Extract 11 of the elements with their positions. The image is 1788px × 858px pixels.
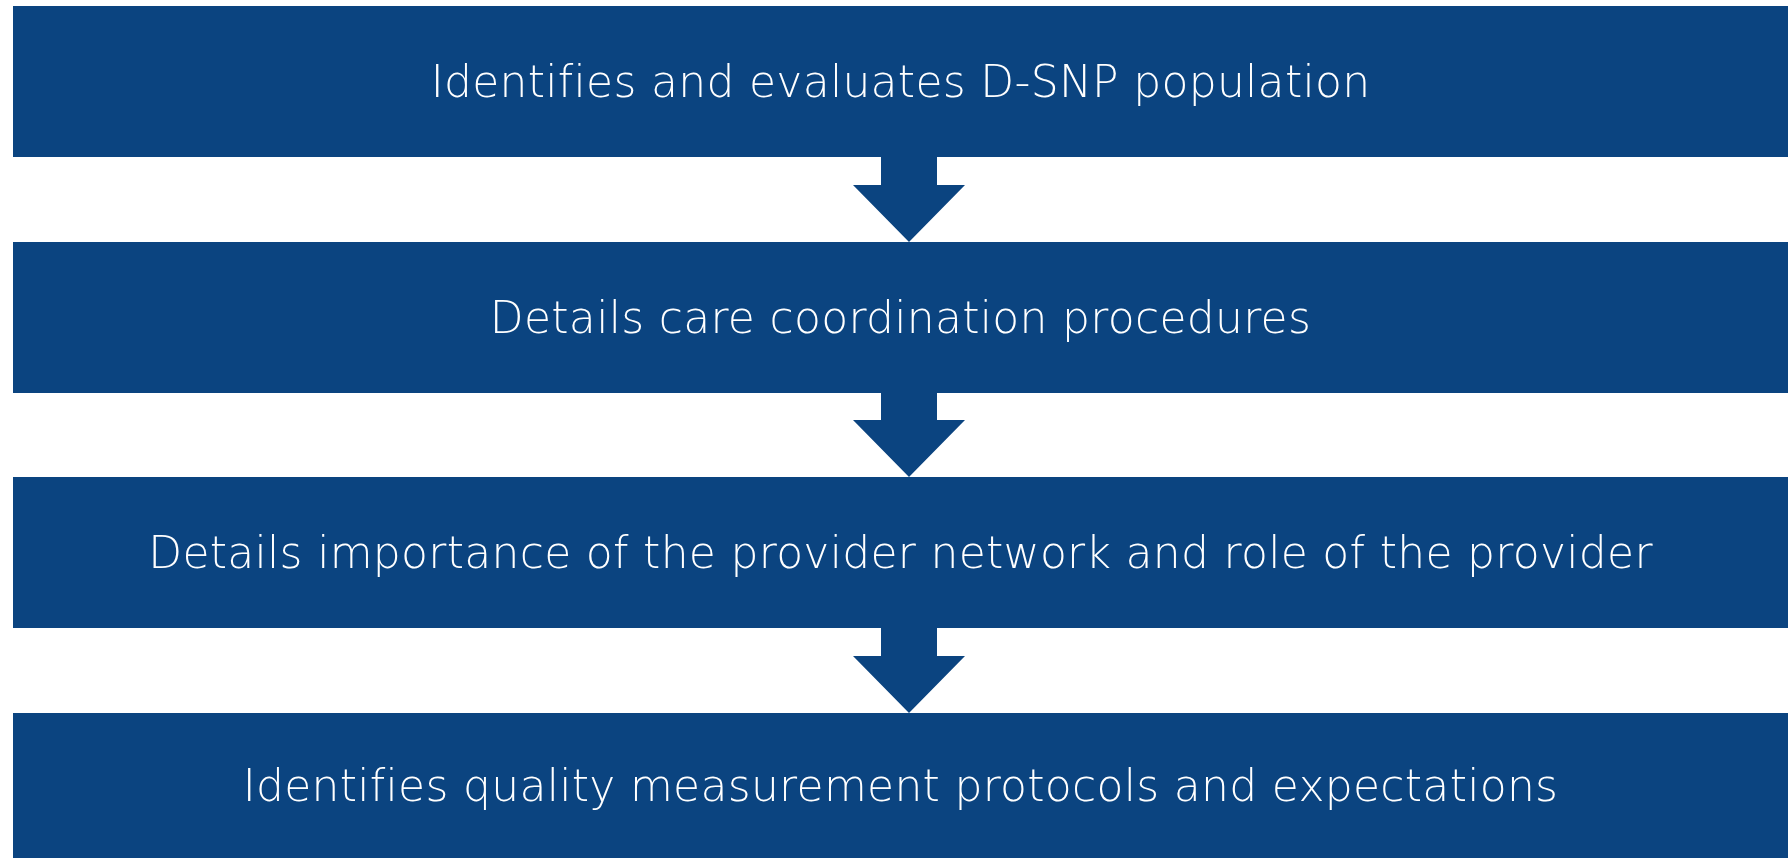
process-box xyxy=(13,6,1788,157)
down-arrow xyxy=(853,393,965,477)
step-text: Identifies quality measurement protocols and expectations xyxy=(242,760,1559,811)
process-box xyxy=(13,242,1788,393)
step-text: Identifies and evaluates D-SNP population xyxy=(430,56,1371,107)
process-box xyxy=(13,477,1788,628)
down-arrow xyxy=(853,628,965,713)
step-text: Details importance of the provider network and role of the provider xyxy=(148,527,1653,578)
process-box xyxy=(13,713,1788,858)
step-text: Details care coordination procedures xyxy=(489,292,1312,343)
down-arrow xyxy=(853,157,965,242)
